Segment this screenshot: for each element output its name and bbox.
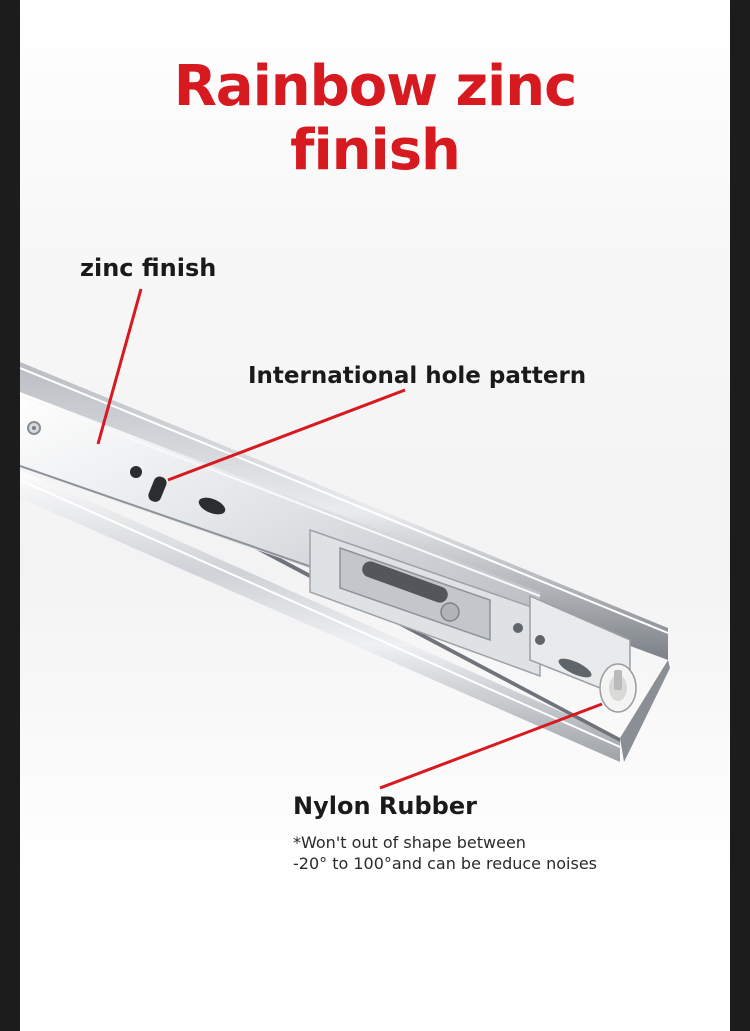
hole-pattern-label: International hole pattern <box>248 363 587 389</box>
inner-member <box>20 392 631 702</box>
nylon-rubber-note: *Won't out of shape between -20° to 100°… <box>293 832 597 874</box>
product-page: Rainbow zinc finish zinc finish Internat… <box>20 0 730 1031</box>
nylon-buffer <box>599 663 637 713</box>
title-line-2: finish <box>290 118 461 183</box>
hole-pattern-leader <box>167 388 406 482</box>
page-title: Rainbow zinc finish <box>20 55 730 183</box>
zinc-finish-label: zinc finish <box>80 254 217 282</box>
title-line-1: Rainbow zinc <box>173 54 578 119</box>
drawer-slide-illustration <box>20 288 670 790</box>
callout-lines <box>96 288 603 790</box>
nylon-note-line-1: *Won't out of shape between <box>293 833 526 852</box>
nylon-rubber-label: Nylon Rubber <box>293 792 477 820</box>
nylon-note-line-2: -20° to 100°and can be reduce noises <box>293 854 597 873</box>
nylon-rubber-leader <box>379 702 603 790</box>
zinc-finish-leader <box>96 288 143 445</box>
